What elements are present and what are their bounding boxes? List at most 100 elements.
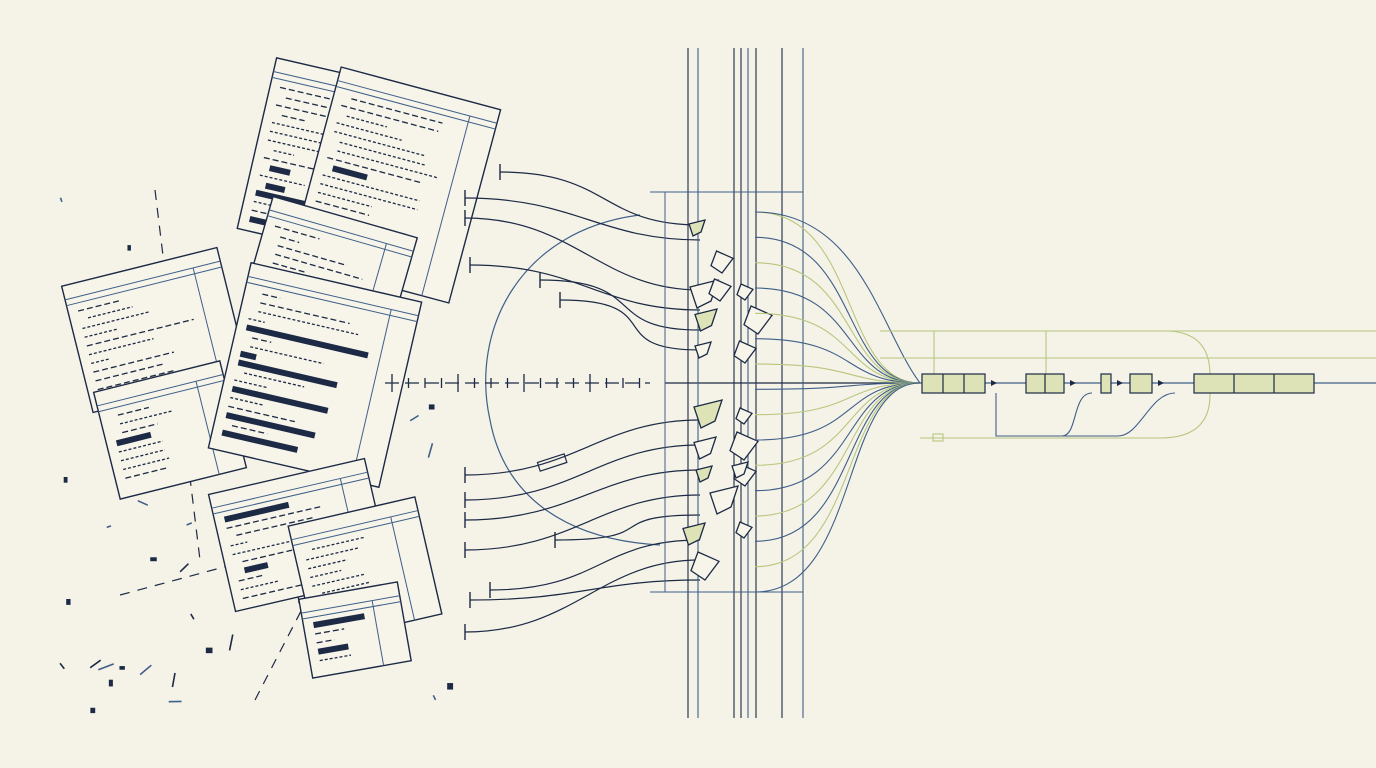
sheet-text-line (82, 311, 151, 330)
sheet-header-rule (337, 80, 498, 124)
converging-curve (754, 382, 921, 441)
fragment-dash (409, 414, 420, 422)
fragment-dash (89, 659, 102, 669)
filter-mark (736, 283, 755, 301)
fragment-dash (59, 662, 65, 670)
sheet-text-line (312, 573, 366, 587)
fragment-chip (119, 666, 125, 670)
sheet-text-line (252, 337, 272, 343)
pipeline-node (1193, 373, 1315, 394)
fragment-chip (150, 557, 157, 562)
sheet-highlight-bar (115, 431, 152, 447)
sheet-text-line (336, 122, 402, 141)
converging-curve (754, 287, 921, 384)
sheet-text-line (230, 541, 248, 547)
filter-marks (682, 219, 774, 581)
vertical-rail-grid (650, 48, 804, 718)
converging-curve (754, 382, 921, 517)
wire-path (554, 514, 701, 541)
sheet-text-line (248, 317, 265, 323)
sheet-highlight-bar (239, 350, 257, 361)
sheet-text-line (314, 628, 345, 635)
sheet-text-line (87, 306, 133, 319)
fragment-dash (186, 522, 193, 526)
sheet-text-line (337, 150, 438, 179)
sheet-text-line (321, 581, 370, 594)
fragment-chip (127, 245, 131, 251)
sheet-border (207, 261, 423, 489)
fragment-dash (228, 634, 234, 651)
funnel-arc (485, 214, 661, 546)
sheet-text-line (232, 535, 313, 556)
converging-curve (754, 382, 921, 542)
sheet-text-line (231, 424, 268, 435)
sheet-text-line (86, 318, 194, 347)
filter-mark (682, 522, 706, 546)
pipeline-node (1025, 373, 1076, 394)
sheet-text-line (120, 449, 166, 462)
pipeline-branch (1062, 392, 1176, 437)
fragment-chip (447, 683, 454, 690)
node-arrow (991, 380, 997, 386)
sheet-text-line (251, 209, 268, 215)
filter-mark (694, 341, 712, 359)
sheet-header-rule (64, 260, 221, 301)
sheet-text-line (242, 579, 324, 600)
fragment-dash (427, 443, 434, 458)
sheet-highlight-bar (268, 165, 291, 176)
sheet-text-line (311, 536, 365, 551)
fragment-stroke (289, 539, 301, 611)
sheet-text-line (346, 115, 388, 128)
sheet-text-line (122, 423, 158, 434)
converging-curve (754, 382, 921, 416)
sheet-text-line (315, 200, 370, 216)
sheet-text-line (316, 639, 335, 644)
converging-curve (754, 363, 921, 384)
converging-curve (754, 382, 921, 390)
node-body (1100, 373, 1112, 394)
filter-mark (735, 407, 754, 425)
sheet-text-line (317, 191, 372, 208)
filter-mark (688, 219, 706, 237)
document-sheet (298, 581, 412, 679)
sheet-text-line (334, 130, 427, 157)
sheet-text-line (327, 156, 423, 184)
sheet-header-rule (66, 266, 222, 307)
filter-mark (693, 436, 717, 460)
sheet-highlight-bar (231, 385, 329, 414)
sheet-header-rule (96, 374, 224, 407)
filter-mark (708, 278, 733, 302)
converging-curve (754, 211, 921, 384)
fragment-dash (98, 663, 115, 671)
sheet-text-line (91, 358, 111, 365)
sheet-column-rule (390, 516, 416, 621)
sheet-text-line (118, 440, 163, 453)
sheet-header-rule (292, 515, 420, 547)
sheet-text-line (123, 457, 170, 471)
fragment-chip (205, 647, 213, 654)
converging-curve (754, 382, 921, 492)
sheet-highlight-bar (317, 643, 349, 655)
sheet-header-rule (301, 595, 400, 614)
sheet-text-line (77, 299, 122, 312)
center-axis-ruler (385, 374, 920, 392)
converging-curve (754, 338, 921, 384)
filter-mark (731, 461, 749, 479)
sheet-text-line (351, 98, 443, 124)
filter-mark (709, 485, 739, 515)
converging-curve (754, 382, 921, 593)
sheet-text-line (260, 302, 350, 325)
sheet-text-line (341, 104, 439, 132)
fragment-dash (139, 664, 152, 676)
sheet-text-line (258, 310, 359, 336)
filter-mark (694, 308, 718, 332)
sheet-text-line (243, 372, 305, 388)
sheet-text-line (320, 182, 418, 211)
sheet-text-line (274, 225, 320, 240)
document-stack (60, 57, 502, 679)
sheet-header-rule (267, 215, 412, 258)
sheet-text-line (250, 346, 324, 365)
filter-mark (729, 431, 760, 461)
node-arrow (1070, 380, 1076, 386)
